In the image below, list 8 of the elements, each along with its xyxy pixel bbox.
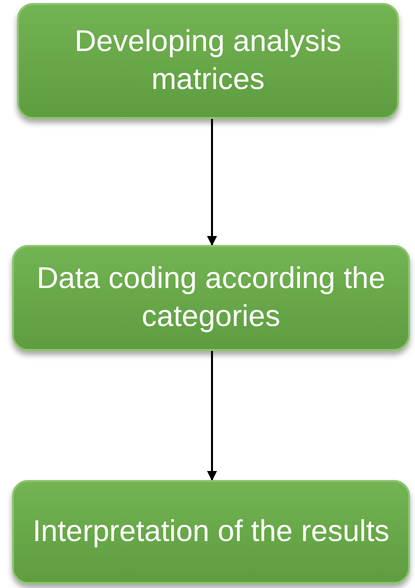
box-label: Developing analysis matrices — [74, 24, 342, 98]
process-box — [17, 3, 399, 119]
box-label: Interpretation of the results — [32, 514, 390, 550]
arrow — [207, 351, 217, 481]
process-box — [12, 480, 410, 584]
arrow — [207, 119, 217, 246]
box-label: Data coding according the categories — [36, 261, 386, 335]
process-box — [12, 245, 410, 351]
